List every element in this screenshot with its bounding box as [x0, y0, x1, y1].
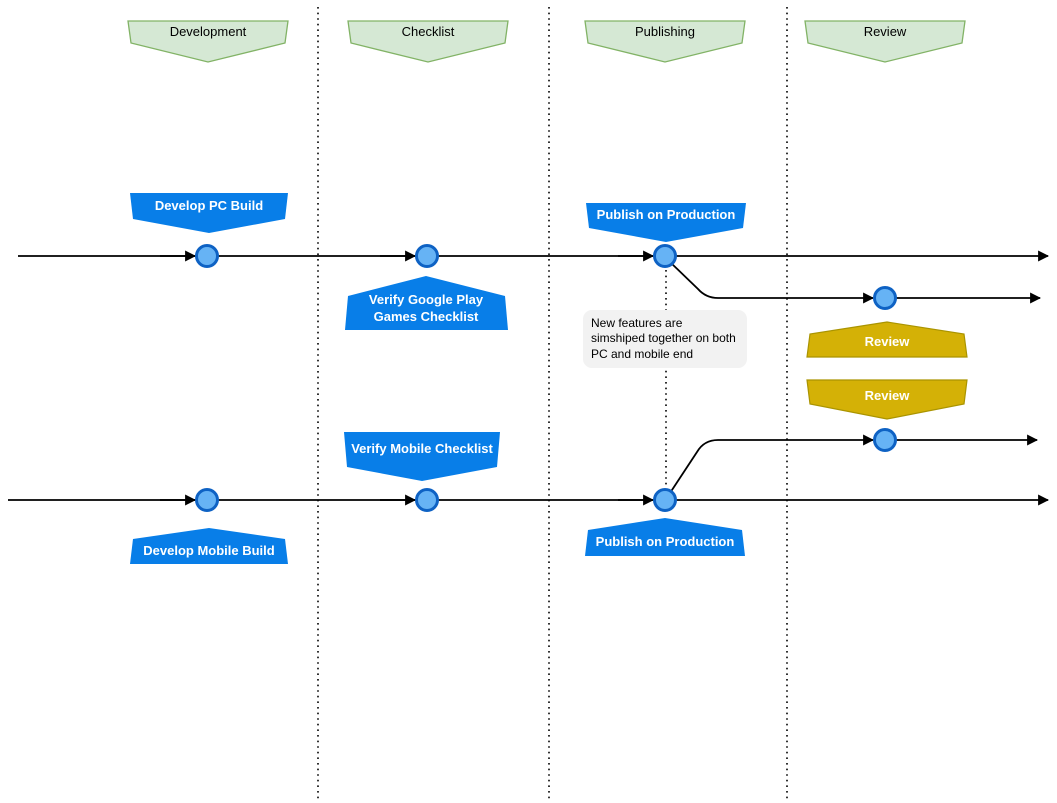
- node-pc-develop: [195, 244, 219, 268]
- banner-review-top: [806, 321, 968, 358]
- node-mobile-develop: [195, 488, 219, 512]
- phase-label-development: Development: [169, 23, 247, 39]
- label-publish-top: Publish on Production: [596, 207, 736, 223]
- phase-label-review: Review: [863, 23, 907, 39]
- banner-develop-pc: [130, 193, 288, 233]
- node-mobile-checklist: [415, 488, 439, 512]
- label-publish-bottom: Publish on Production: [595, 533, 735, 549]
- branch-pc-review: [669, 261, 875, 304]
- phase-banner-publishing: [584, 20, 746, 63]
- banner-verify-gpg: [345, 276, 508, 330]
- label-develop-mobile: Develop Mobile Build: [143, 542, 275, 558]
- node-pc-publish: [653, 244, 677, 268]
- branch-mobile-review: [669, 434, 875, 494]
- node-mobile-review: [873, 428, 897, 452]
- banner-develop-mobile: [130, 528, 288, 564]
- label-verify-mobile: Verify Mobile Checklist: [351, 440, 493, 456]
- phase-label-publishing: Publishing: [635, 23, 695, 39]
- label-develop-pc: Develop PC Build: [154, 197, 264, 213]
- label-review-bottom: Review: [864, 387, 910, 403]
- banner-publish-top: [586, 203, 746, 242]
- node-pc-checklist: [415, 244, 439, 268]
- banner-verify-mobile: [344, 432, 500, 481]
- phase-banner-review: [804, 20, 966, 63]
- node-pc-review: [873, 286, 897, 310]
- banner-review-bottom: [806, 379, 968, 420]
- label-review-top: Review: [864, 333, 910, 349]
- label-verify-gpg: Verify Google Play Games Checklist: [368, 292, 484, 324]
- phase-label-checklist: Checklist: [401, 23, 455, 39]
- phase-banner-checklist: [347, 20, 509, 63]
- phase-banner-development: [127, 20, 289, 63]
- banner-publish-bottom: [585, 518, 745, 556]
- node-mobile-publish: [653, 488, 677, 512]
- simship-note: New features are simshiped together on b…: [583, 310, 747, 368]
